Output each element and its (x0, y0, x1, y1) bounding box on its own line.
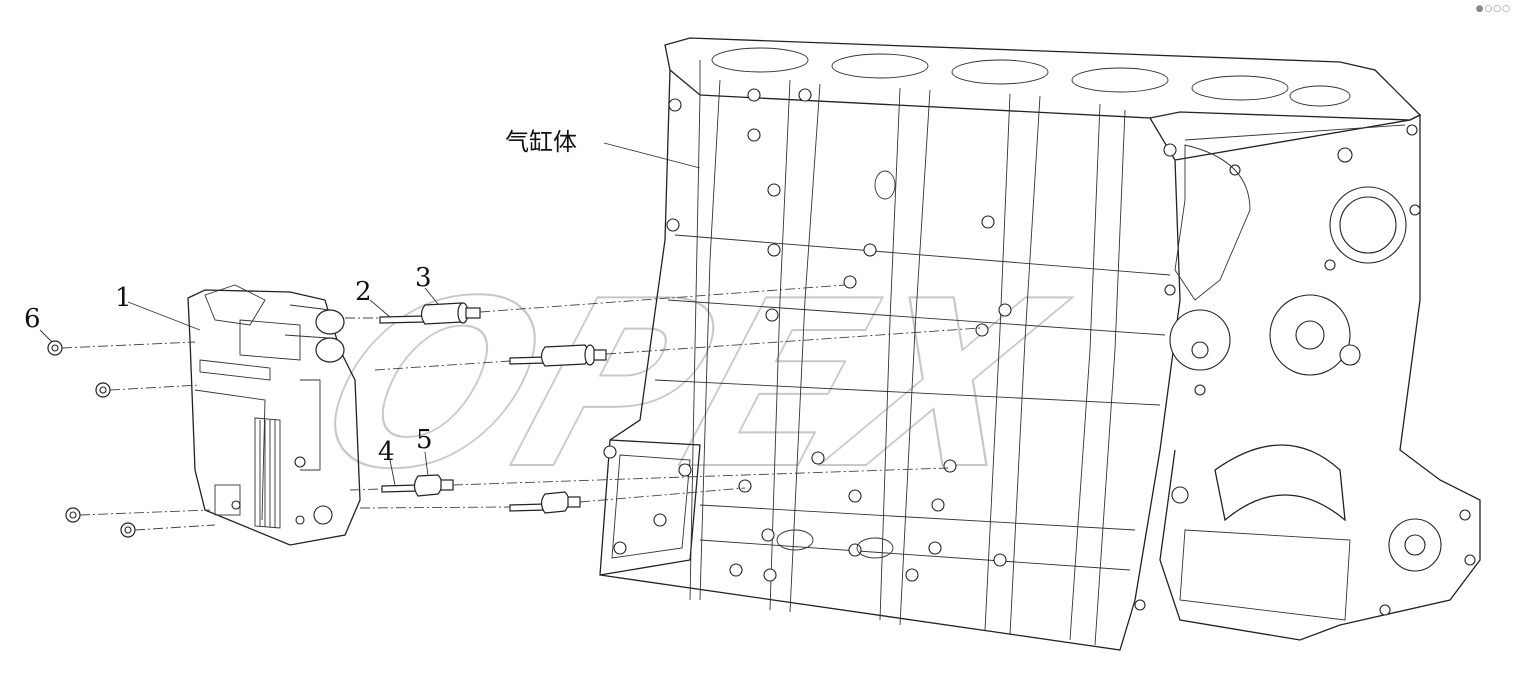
fasteners (47, 302, 607, 538)
callout-6: 6 (24, 304, 41, 334)
callout-4: 4 (378, 437, 395, 467)
more-options-icon[interactable]: ●○○○ (1475, 4, 1511, 14)
leader-lines (39, 142, 701, 486)
ecu-module (187, 284, 361, 546)
watermark: OPEX (291, 251, 1088, 521)
bolt-2 (379, 315, 426, 324)
callout-5: 5 (416, 425, 433, 455)
bolt-4 (381, 484, 419, 493)
end-face-features (1134, 124, 1476, 621)
cylinder-block (599, 37, 1481, 651)
callout-1: 1 (115, 283, 132, 313)
spacer-5 (413, 474, 443, 497)
assembly-lines (61, 284, 981, 531)
callout-labels: 6 1 2 3 4 5 气缸体 (24, 128, 577, 467)
block-bolt-holes (603, 88, 1012, 582)
watermark-text: OPEX (292, 252, 1087, 520)
callout-3: 3 (415, 263, 432, 293)
cylinder-block-label: 气缸体 (505, 128, 577, 156)
nut-6 (47, 340, 136, 538)
callout-2: 2 (355, 277, 372, 307)
